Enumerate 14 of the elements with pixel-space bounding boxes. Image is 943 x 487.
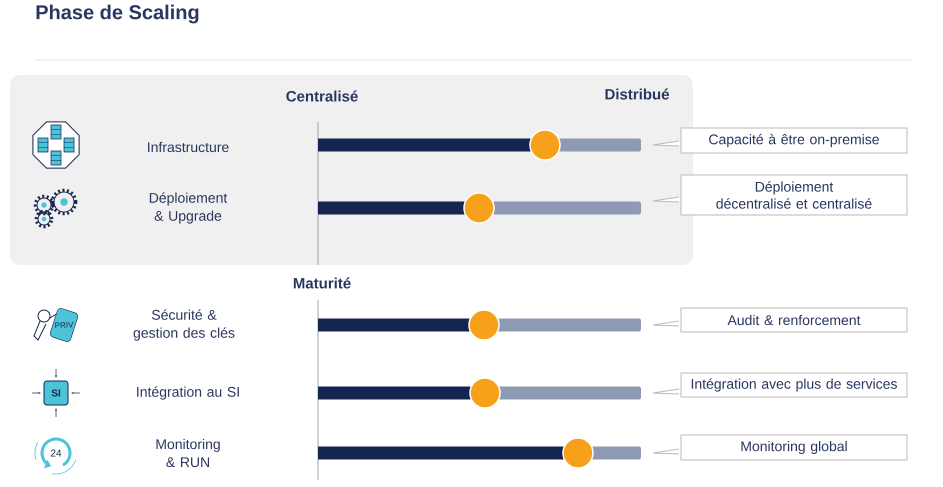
row-label: Intégration au SI: [137, 386, 239, 400]
row-label: Infrastructure: [148, 142, 229, 152]
callout-box: Capacité à être on-premise: [652, 128, 908, 154]
callout-box: Intégration avec plus de services: [652, 372, 908, 398]
column-heading: Maturité: [294, 277, 351, 289]
row-label: Monitoring & RUN: [156, 438, 220, 468]
title: Phase de Scaling: [36, 4, 198, 24]
column-heading: Distribué: [606, 88, 669, 100]
callout-box: Audit & renforcement: [652, 308, 908, 332]
callout-box: Monitoring global: [652, 434, 908, 460]
row-label: Déploiement & Upgrade: [150, 192, 228, 224]
column-heading: Centralisé: [286, 90, 358, 102]
callout-box: Déploiement décentralisé et centralisé: [652, 174, 908, 216]
row-label: Sécurité & gestion des clés: [134, 309, 234, 341]
